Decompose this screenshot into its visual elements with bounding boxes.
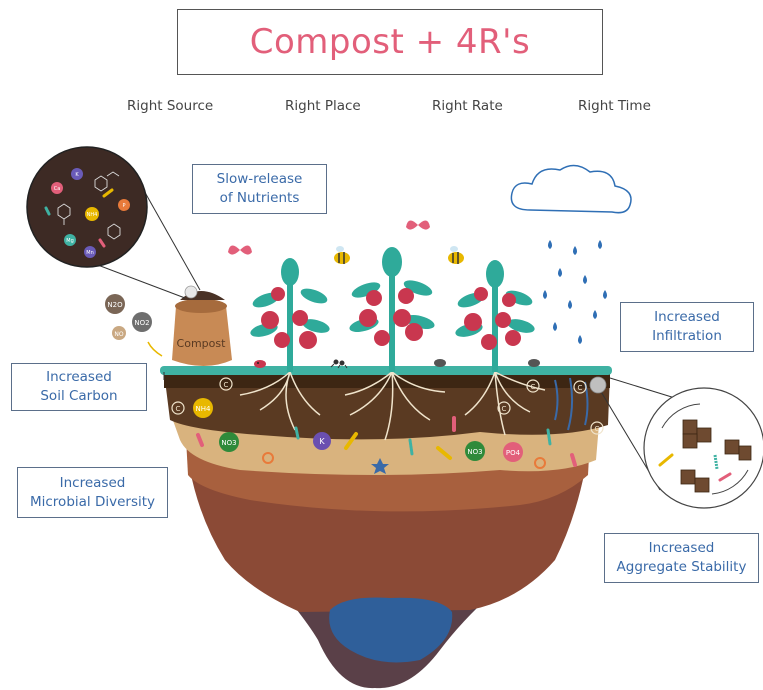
aggregate-stability-label: Increased Aggregate Stability [604,533,759,583]
svg-text:C: C [531,383,536,391]
svg-text:P: P [122,203,125,209]
tomato-plant-3 [455,260,535,372]
roots [239,371,546,441]
no3-token [219,432,239,452]
gas-arrow [147,341,163,357]
tomato-plants [250,247,535,372]
page-title: Compost + 4R's [249,22,531,62]
gas-no2-bubble [132,312,152,332]
gas-n2o: N2O [107,301,123,309]
soil-nutrients: NH4 NO3 K NO3 PO4 [193,398,523,462]
soil-island [160,366,612,689]
k-token [71,168,83,180]
nutrient-zoom-circle: Ca K Mg Mn NH4 P [26,146,201,299]
slow-release-label: Slow-release of Nutrients [192,164,327,214]
svg-text:C: C [224,381,229,389]
ladybug-icon [254,360,266,368]
svg-text:K: K [75,172,79,178]
rule-right-place: Right Place [285,98,361,114]
bee-icon [448,246,464,264]
microbes [196,416,577,474]
carbon-letters: C C C C C C [176,381,600,433]
svg-text:Mn: Mn [86,250,93,256]
beetle-icon [528,359,540,367]
nh4-token [193,398,213,418]
svg-text:NO3: NO3 [221,439,236,447]
gas-emissions: N2O NO2 NO [105,294,163,357]
compost-label: Compost [177,337,227,350]
mg-token [64,234,76,246]
svg-text:C: C [502,405,507,413]
ground-insects [254,359,540,369]
groundwater [329,597,453,663]
butterfly-icon [228,245,252,255]
tomato-plant-1 [250,258,330,372]
gas-no2: NO2 [134,319,149,327]
butterflies [228,220,430,255]
rule-right-source: Right Source [127,98,214,114]
carbon-markers [171,377,604,435]
rule-right-rate: Right Rate [432,98,503,114]
nh4-token [85,207,99,221]
svg-text:NH4: NH4 [196,405,212,413]
svg-text:Ca: Ca [54,186,61,192]
po4-token [503,442,523,462]
ca-token [51,182,63,194]
butterfly-icon [406,220,430,230]
rule-right-time: Right Time [578,98,651,114]
gas-n2o-bubble [105,294,125,314]
svg-text:Mg: Mg [66,238,74,244]
title-box: Compost + 4R's [177,9,603,75]
aggregate-zoom-circle [589,376,763,509]
cloud-icon [510,164,632,214]
ant-icon [330,359,348,369]
beetle-icon [434,359,446,367]
bee-icon [334,246,350,264]
svg-text:C: C [595,425,600,433]
soil-carbon-label: Increased Soil Carbon [11,363,147,411]
svg-text:C: C [578,384,583,392]
svg-text:NO3: NO3 [467,448,482,456]
k-token [313,432,331,450]
gas-no: NO [114,331,123,338]
raindrop-icon [548,240,552,249]
rain-drops [543,240,607,344]
worm-icon [196,433,204,447]
grass-strip [160,366,612,375]
svg-text:PO4: PO4 [506,449,521,457]
no3-token [465,441,485,461]
tomato-plant-2 [349,247,435,372]
svg-text:NH4: NH4 [87,212,98,218]
p-token [118,199,130,211]
compost-bag: Compost [172,285,232,366]
svg-text:K: K [319,437,325,446]
mn-token [84,246,96,258]
gas-no-bubble [112,326,126,340]
svg-text:C: C [176,405,181,413]
infiltration-label: Increased Infiltration [620,302,754,352]
bees [334,246,464,264]
microbial-diversity-label: Increased Microbial Diversity [17,467,168,518]
